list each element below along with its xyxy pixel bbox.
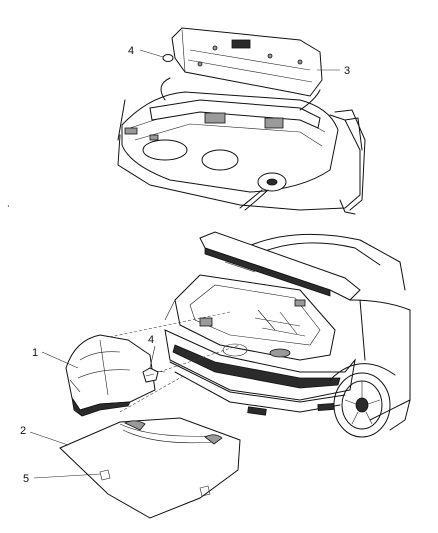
callout-3: 3 (344, 65, 350, 77)
trunk-floor-mat (59, 417, 241, 519)
guide-line-2 (149, 344, 241, 376)
callout-5: 5 (23, 473, 29, 485)
leader-2 (29, 431, 69, 446)
stray-mark (7, 204, 10, 208)
guide-line-1 (94, 311, 231, 341)
leader-1 (41, 351, 79, 369)
top-trunk-assembly (117, 77, 366, 215)
callout-1: 1 (32, 347, 38, 359)
leader-4-top (139, 49, 164, 58)
guide-line-3 (119, 374, 186, 413)
leader-5 (33, 473, 101, 479)
rear-closure-panel (171, 27, 323, 97)
leader-4-bottom (149, 345, 156, 369)
callout-4-top: 4 (128, 45, 134, 57)
plug-top (162, 54, 174, 62)
car-rear-assembly (139, 231, 411, 438)
callout-2: 2 (20, 425, 26, 437)
clip-bottom (142, 367, 159, 383)
trunk-side-trim (65, 334, 156, 417)
callout-4-bottom: 4 (148, 334, 154, 346)
